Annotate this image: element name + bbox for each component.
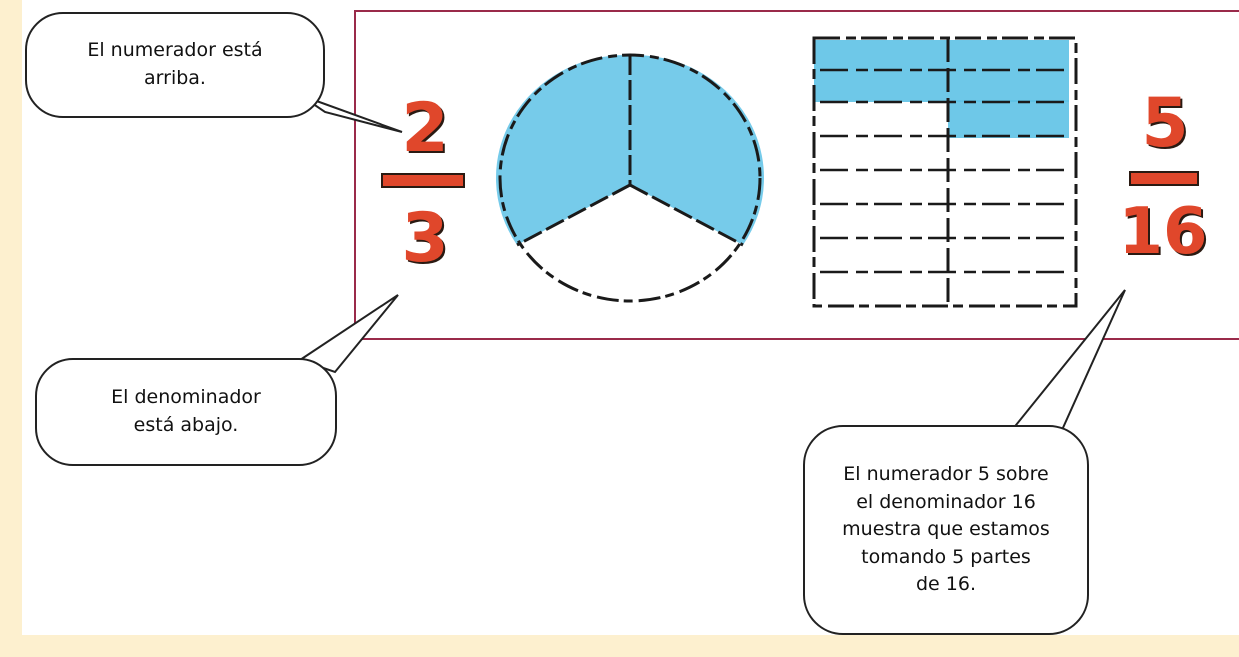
- right-fraction-numerator: 5: [1141, 84, 1189, 163]
- grid-sixteenths-diagram: [812, 36, 1078, 308]
- circle-shaded-sector-right: [630, 54, 765, 245]
- example-callout-text: El numerador 5 sobre el denominador 16 m…: [842, 463, 1050, 596]
- left-fraction-numerator: 2: [401, 89, 449, 168]
- example-callout: El numerador 5 sobre el denominador 16 m…: [803, 425, 1089, 635]
- numerator-callout: El numerador está arriba.: [25, 12, 325, 118]
- grid-shaded-extra-cell: [948, 100, 1069, 138]
- circle-thirds-diagram: [495, 53, 765, 303]
- page-margin-left: [0, 0, 22, 657]
- denominator-callout: El denominador está abajo.: [35, 358, 337, 466]
- left-fraction-denominator: 3: [401, 199, 449, 278]
- fraction-bar-left: [381, 173, 465, 188]
- fraction-bar-right: [1129, 171, 1199, 186]
- denominator-callout-text: El denominador está abajo.: [111, 386, 261, 436]
- right-fraction-denominator: 16: [1118, 195, 1208, 269]
- numerator-callout-text: El numerador está arriba.: [87, 39, 263, 89]
- fraction-bars: [381, 171, 1199, 188]
- example-callout-tail: [1009, 289, 1126, 431]
- page-margin-bottom: [0, 635, 1239, 657]
- circle-shaded-sector-left: [495, 54, 630, 245]
